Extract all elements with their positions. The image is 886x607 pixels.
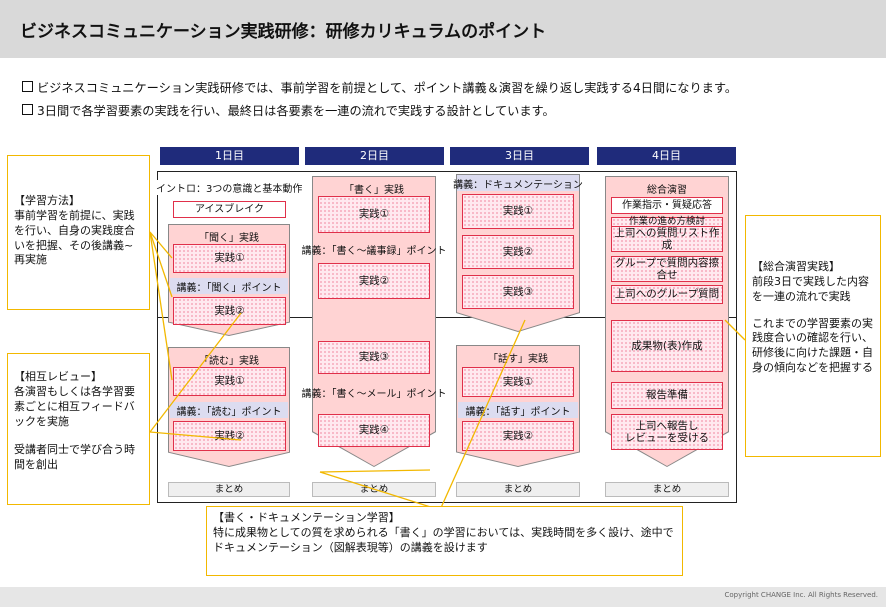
header-bar: ビジネスコミュニケーション実践研修：研修カリキュラムのポイント bbox=[0, 0, 886, 58]
day2-practice-4: 実践④ bbox=[318, 414, 430, 447]
task-group-align: グループで質問内容擦合せ bbox=[611, 256, 723, 282]
footer-bar: Copyright CHANGE Inc. All Rights Reserve… bbox=[0, 587, 886, 607]
grid-divider bbox=[157, 317, 737, 318]
day1-summary: まとめ bbox=[168, 482, 290, 497]
day2-practice-3: 実践③ bbox=[318, 341, 430, 374]
task-deliverable: 成果物(表)作成 bbox=[611, 320, 723, 372]
day3-practice-2: 実践② bbox=[462, 235, 574, 269]
day3-header: 3日目 bbox=[450, 147, 589, 165]
listen-practice-2: 実践② bbox=[173, 297, 286, 325]
day1-intro: イントロ：3つの意識と基本動作 bbox=[156, 180, 302, 195]
comprehensive-title: 総合演習 bbox=[647, 185, 687, 196]
task-group-question: 上司へのグループ質問 bbox=[611, 285, 723, 304]
day2-header: 2日目 bbox=[305, 147, 444, 165]
read-title: 「読む」実践 bbox=[199, 356, 259, 367]
day4-summary: まとめ bbox=[605, 482, 729, 497]
day3-practice-3: 実践③ bbox=[462, 275, 574, 309]
day4-header: 4日目 bbox=[597, 147, 736, 165]
day2-practice-1: 実践① bbox=[318, 196, 430, 233]
day2-practice-2: 実践② bbox=[318, 263, 430, 299]
bullet-1: ビジネスコミュニケーション実践研修では、事前学習を前提として、ポイント講義＆演習… bbox=[22, 78, 737, 96]
task-question-list: 上司への質問リスト作成 bbox=[611, 226, 723, 252]
callout-comprehensive: 【総合演習実践】 前段3日で実践した内容を一連の流れで実践 これまでの学習要素の… bbox=[745, 215, 881, 457]
task-report-prep: 報告準備 bbox=[611, 382, 723, 409]
checkbox-bullet-icon bbox=[22, 104, 33, 115]
speak-practice-1: 実践① bbox=[462, 367, 574, 397]
task-report-review: 上司へ報告し レビューを受ける bbox=[611, 414, 723, 450]
speak-practice-2: 実践② bbox=[462, 421, 574, 451]
day2-lecture-2: 講義：「書く～メール」ポイント bbox=[301, 388, 447, 400]
task-instruction: 作業指示・質疑応答 bbox=[611, 197, 723, 214]
checkbox-bullet-icon bbox=[22, 81, 33, 92]
speak-lecture: 講義：「話す」ポイント bbox=[458, 402, 578, 418]
callout-peer-review: 【相互レビュー】 各演習もしくは各学習要素ごとに相互フィードバックを実施 受講者… bbox=[7, 353, 150, 505]
write-title: 「書く」実践 bbox=[344, 185, 404, 196]
bullet-2: 3日間で各学習要素の実践を行い、最終日は各要素を一連の流れで実践する設計としてい… bbox=[22, 101, 555, 119]
curriculum-grid bbox=[157, 171, 737, 503]
listen-title: 「聞く」実践 bbox=[199, 233, 259, 244]
listen-practice-1: 実践① bbox=[173, 244, 286, 273]
icebreak-box: アイスブレイク bbox=[173, 201, 286, 218]
day3-practice-1: 実践① bbox=[462, 194, 574, 229]
doc-lecture: 講義：ドキュメンテーション bbox=[453, 175, 583, 191]
day1-header: 1日目 bbox=[160, 147, 299, 165]
callout-learning-method: 【学習方法】 事前学習を前提に、実践を行い、自身の実践度合いを把握、その後講義~… bbox=[7, 155, 150, 310]
callout-writing-doc: 【書く・ドキュメンテーション学習】 特に成果物としての質を求められる「書く」の学… bbox=[206, 506, 683, 576]
copyright-text: Copyright CHANGE Inc. All Rights Reserve… bbox=[724, 591, 879, 599]
day2-lecture-1: 講義：「書く～議事録」ポイント bbox=[301, 245, 447, 257]
page-title: ビジネスコミュニケーション実践研修：研修カリキュラムのポイント bbox=[20, 22, 547, 42]
read-practice-1: 実践① bbox=[173, 367, 286, 396]
read-lecture: 講義：「読む」ポイント bbox=[170, 402, 288, 418]
day3-summary: まとめ bbox=[456, 482, 580, 497]
speak-title: 「話す」実践 bbox=[488, 354, 548, 365]
listen-lecture: 講義：「聞く」ポイント bbox=[170, 278, 288, 294]
